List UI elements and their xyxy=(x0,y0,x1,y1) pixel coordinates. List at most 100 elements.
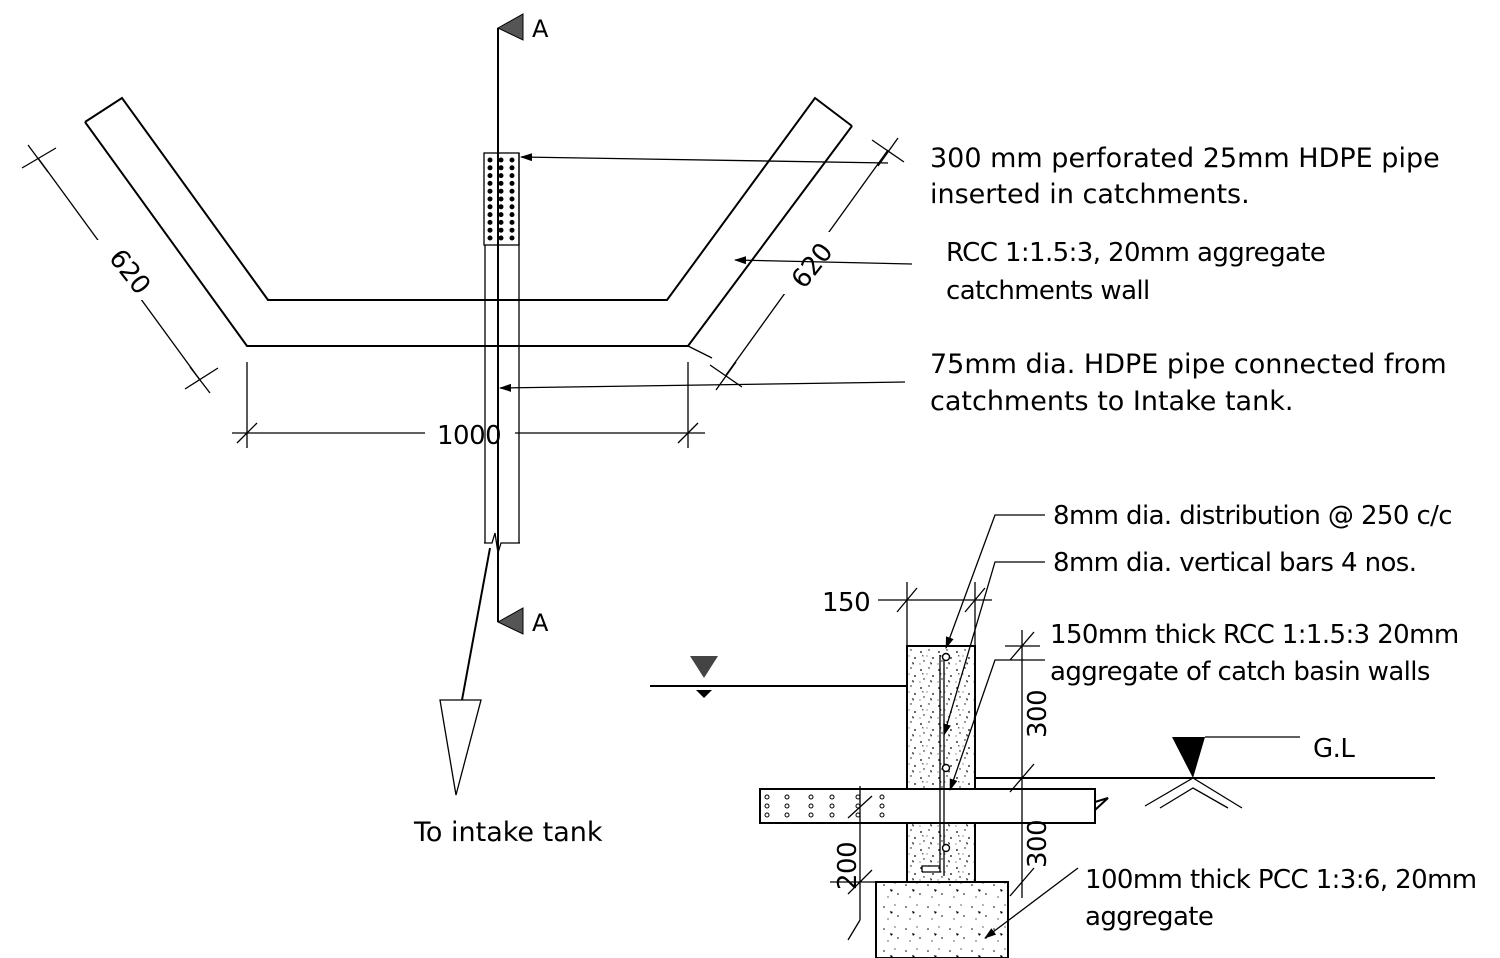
perforation-hole xyxy=(509,235,515,241)
note-rcc-basin-line1: 150mm thick RCC 1:1.5:3 20mm xyxy=(1050,620,1459,650)
perforation-hole xyxy=(509,212,515,218)
to-intake-arrow-head-icon xyxy=(439,699,482,796)
leader-distribution-bars xyxy=(945,514,1045,649)
perforation-hole xyxy=(487,235,493,241)
perforation-hole xyxy=(498,235,504,241)
dim-300-lower-label: 300 xyxy=(1023,820,1053,868)
pipe-perforation-hole xyxy=(764,794,770,800)
pipe-perforations xyxy=(764,794,885,818)
perforation-hole xyxy=(509,157,515,163)
leader-hdpe-pipe xyxy=(499,381,906,392)
perforation-hole xyxy=(487,188,493,194)
dim-200-label: 200 xyxy=(833,842,863,890)
perforation-hole xyxy=(498,227,504,233)
perforation-hole xyxy=(487,204,493,210)
perforation-hole xyxy=(498,173,504,179)
pipe-break-right-icon xyxy=(1094,789,1109,823)
water-level-icon xyxy=(690,656,718,678)
note-perforated-pipe-line2: inserted in catchments. xyxy=(930,179,1250,210)
note-pcc-line2: aggregate xyxy=(1085,902,1213,932)
note-rcc-wall-line2: catchments wall xyxy=(946,276,1150,306)
perforation-hole xyxy=(487,219,493,225)
perforation-holes xyxy=(487,157,515,241)
section-marker-top-label: A xyxy=(532,15,549,43)
dim-left-tick-bottom-icon xyxy=(184,366,219,394)
horizontal-pipe xyxy=(759,788,1096,824)
leader-vertical-bars xyxy=(943,561,1045,736)
perforation-hole xyxy=(509,180,515,186)
perforation-hole xyxy=(487,165,493,171)
perforation-hole xyxy=(498,188,504,194)
leader-perforated-pipe xyxy=(520,153,889,164)
pipe-perforation-hole xyxy=(808,794,814,800)
note-vertical-bars: 8mm dia. vertical bars 4 nos. xyxy=(1053,548,1416,578)
perforation-hole xyxy=(509,188,515,194)
plan-notes: 300 mm perforated 25mm HDPE pipe inserte… xyxy=(930,143,1447,417)
to-intake-label: To intake tank xyxy=(413,817,603,848)
dim-width-tick-right-icon xyxy=(677,422,699,444)
pipe-perforation-hole xyxy=(829,812,835,818)
pipe-perforation-hole xyxy=(784,803,790,809)
section-marker-top-icon xyxy=(496,13,524,41)
note-rcc-basin-line2: aggregate of catch basin walls xyxy=(1050,657,1430,687)
dim-right-tick-top-icon xyxy=(871,137,905,167)
ground-level-label: G.L xyxy=(1313,734,1355,764)
perforation-hole xyxy=(498,180,504,186)
dim-150-label: 150 xyxy=(822,588,870,618)
dim-150-ticks-icon xyxy=(896,587,986,613)
dim-300-upper-ticks-icon xyxy=(1005,631,1040,897)
pipe-perforation-hole xyxy=(879,803,885,809)
perforation-hole xyxy=(487,180,493,186)
distribution-bar-bottom xyxy=(941,843,951,853)
distribution-bar-top xyxy=(941,652,951,662)
dim-width-label: 1000 xyxy=(437,421,501,451)
ground-hatch-icon xyxy=(1144,777,1243,809)
dim-300-upper-label: 300 xyxy=(1023,690,1053,738)
note-perforated-pipe-line1: 300 mm perforated 25mm HDPE pipe xyxy=(930,143,1440,174)
pipe-perforation-hole xyxy=(764,812,770,818)
perforation-hole xyxy=(498,196,504,202)
perforation-hole xyxy=(509,165,515,171)
dim-right-tick-bottom-icon xyxy=(709,361,743,391)
pipe-perforation-hole xyxy=(808,803,814,809)
right-wing-extension xyxy=(687,345,713,359)
section-notes: 8mm dia. distribution @ 250 c/c 8mm dia.… xyxy=(1050,501,1477,932)
leader-rcc-wall xyxy=(734,256,913,265)
water-level-small-icon xyxy=(696,690,712,698)
perforation-hole xyxy=(487,157,493,163)
pipe-perforation-hole xyxy=(879,812,885,818)
rcc-wall xyxy=(906,645,976,883)
note-hdpe-75-line1: 75mm dia. HDPE pipe connected from xyxy=(930,349,1447,380)
perforation-hole xyxy=(509,196,515,202)
pipe-perforation-hole xyxy=(829,794,835,800)
dim-200-ticks-icon xyxy=(830,795,876,941)
to-intake-arrow-shaft xyxy=(461,547,491,701)
perforation-hole xyxy=(487,212,493,218)
ground-level-icon xyxy=(1172,737,1205,778)
plan-view: A A To intake tank 620 620 1000 xyxy=(21,13,913,848)
section-marker-bottom-label: A xyxy=(532,609,549,637)
catchment-wall-inner-edge xyxy=(84,96,853,301)
perforation-hole xyxy=(509,227,515,233)
perforation-hole xyxy=(509,219,515,225)
dim-width-tick-left-icon xyxy=(236,422,258,444)
note-rcc-wall-line1: RCC 1:1.5:3, 20mm aggregate xyxy=(946,238,1325,268)
perforation-hole xyxy=(498,204,504,210)
perforation-hole xyxy=(498,165,504,171)
perforation-hole xyxy=(487,196,493,202)
dim-left-tick-top-icon xyxy=(21,144,57,173)
perforation-hole xyxy=(498,219,504,225)
note-hdpe-75-line2: catchments to Intake tank. xyxy=(930,386,1293,417)
perforation-hole xyxy=(509,173,515,179)
pipe-perforation-hole xyxy=(784,812,790,818)
distribution-bar-mid xyxy=(941,763,951,773)
pipe-perforation-hole xyxy=(808,812,814,818)
pcc-base xyxy=(875,881,1009,958)
note-pcc-line1: 100mm thick PCC 1:3:6, 20mm xyxy=(1085,865,1477,895)
perforation-hole xyxy=(509,204,515,210)
pipe-break-icon xyxy=(484,532,520,554)
perforation-hole xyxy=(498,157,504,163)
leader-rcc-basin xyxy=(949,659,1045,791)
perforation-hole xyxy=(487,173,493,179)
